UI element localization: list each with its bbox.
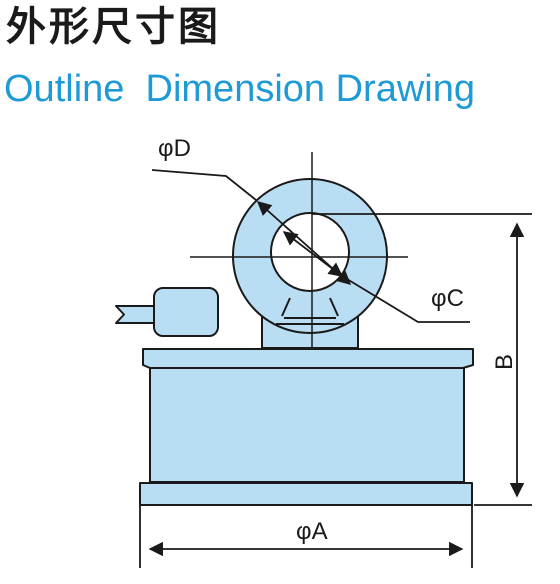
dimension-lines: [139, 169, 532, 568]
eye-mount-detail: [276, 297, 344, 325]
label-phi-a: φA: [296, 518, 328, 545]
label-b: B: [491, 354, 518, 370]
cable-stub: [115, 305, 157, 324]
top-plate: [142, 348, 474, 369]
label-phi-c: φC: [431, 285, 464, 312]
base-plate: [139, 482, 473, 506]
title-english: Outline Dimension Drawing: [4, 68, 475, 110]
title-chinese: 外形尺寸图: [6, 4, 221, 50]
magnet-body: [149, 365, 465, 483]
label-phi-d: φD: [158, 135, 191, 162]
junction-box: [153, 287, 219, 337]
lifting-ring: [232, 178, 388, 334]
